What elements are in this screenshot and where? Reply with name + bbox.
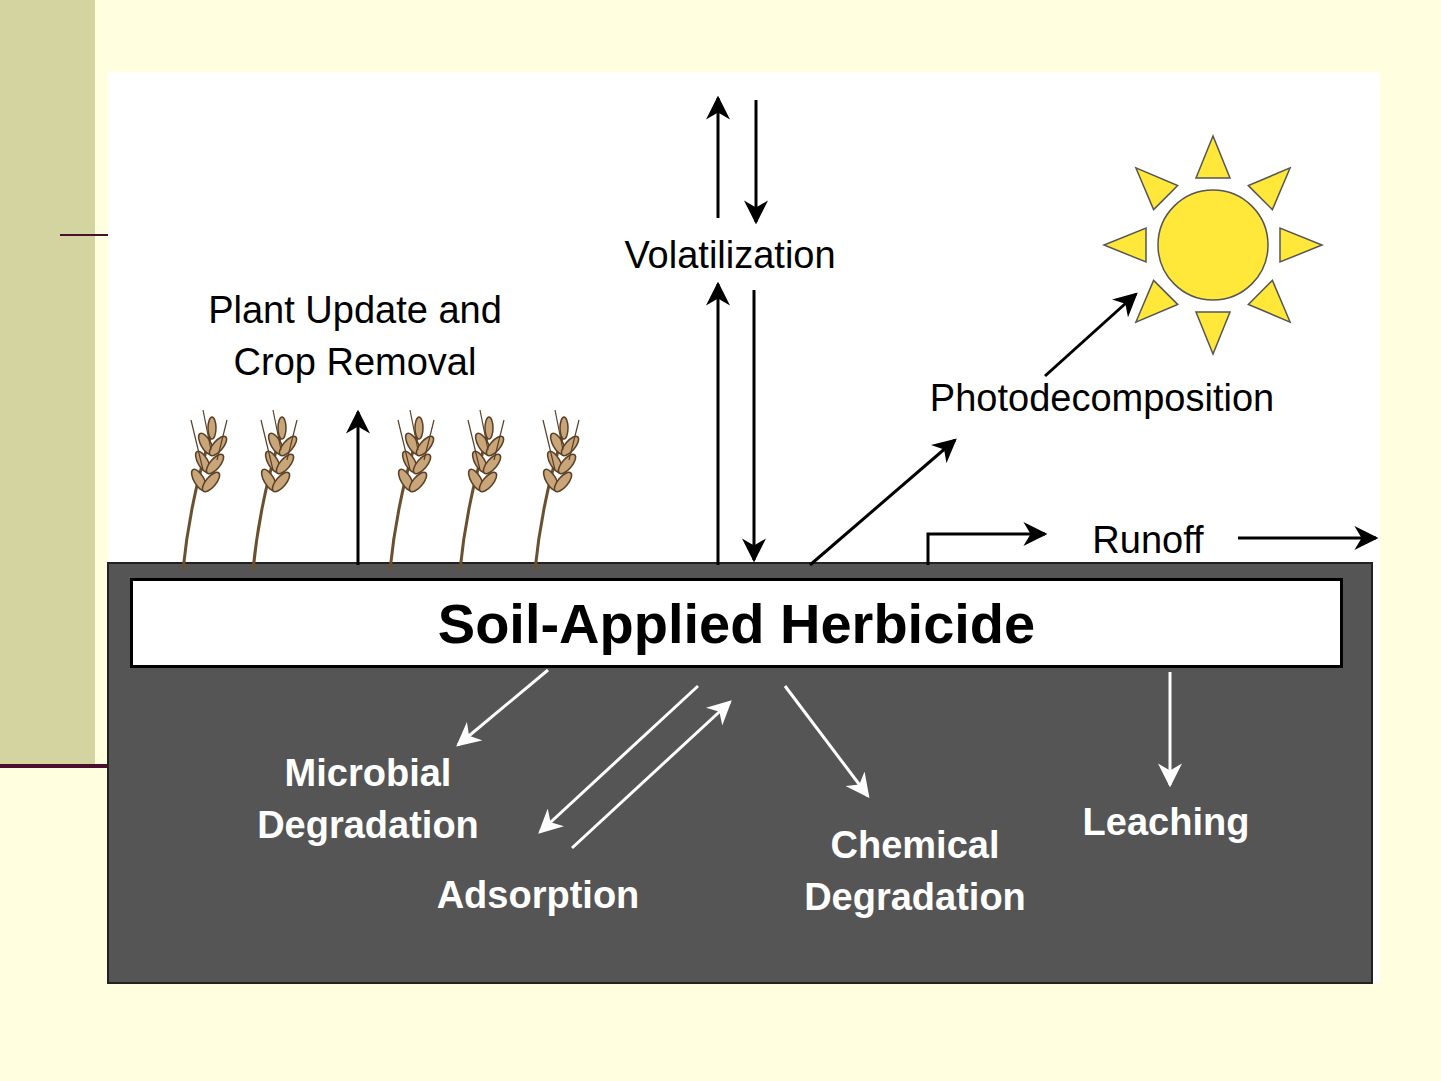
process-label: Leaching: [1046, 796, 1286, 848]
process-arrows: [358, 98, 1376, 565]
side-strip: [0, 0, 95, 765]
process-label: Plant Update and Crop Removal: [175, 284, 535, 388]
sun: [1104, 136, 1322, 354]
rule: [60, 234, 108, 236]
rule: [0, 764, 108, 768]
process-label: Adsorption: [398, 869, 678, 921]
box-label: Soil-Applied Herbicide: [418, 591, 1055, 656]
figure-ground: [108, 72, 1380, 983]
process-label: Volatilization: [580, 229, 880, 281]
soil: [108, 563, 1372, 983]
soil-arrows: [458, 670, 1170, 848]
process-label: Photodecomposition: [902, 372, 1302, 424]
process-label: Runoff: [1068, 514, 1228, 566]
process-label: Microbial Degradation: [218, 747, 518, 851]
process-box: Soil-Applied Herbicide: [130, 578, 1343, 668]
wheat-plants: [183, 410, 582, 570]
process-label: Chemical Degradation: [765, 819, 1065, 923]
